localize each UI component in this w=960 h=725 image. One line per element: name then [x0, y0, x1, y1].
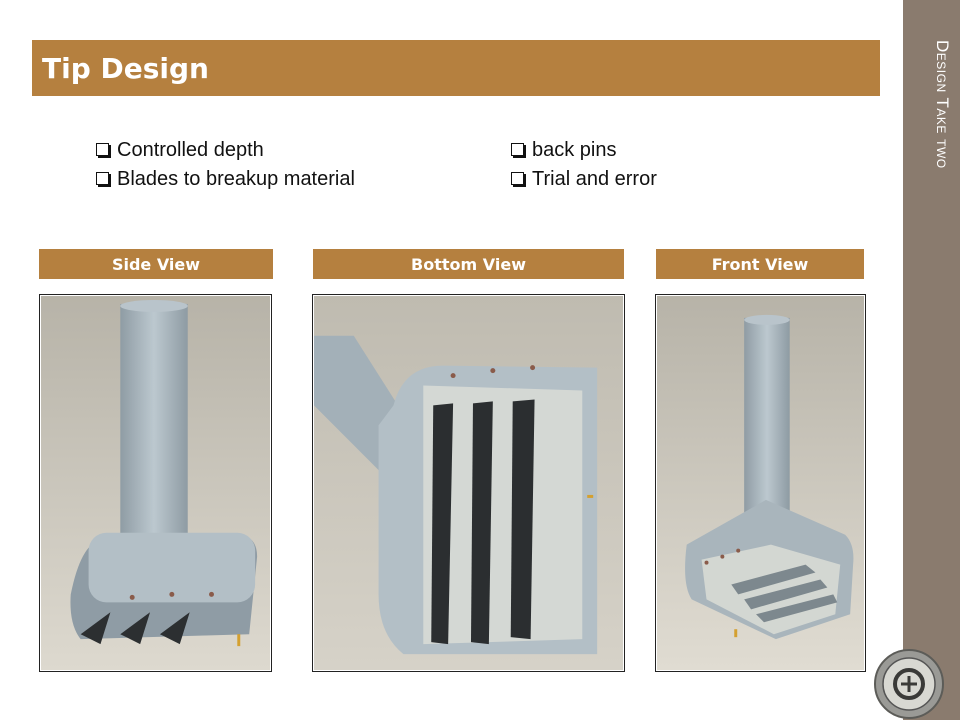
side-view-header: Side View	[39, 249, 273, 279]
seal-icon	[874, 649, 944, 719]
bullet-list-left: Controlled depth Blades to breakup mater…	[96, 136, 355, 194]
front-view-header: Front View	[656, 249, 864, 279]
bullet-text: Controlled depth	[117, 139, 264, 161]
bottom-view-header: Bottom View	[313, 249, 624, 279]
bullet-list-right: back pins Trial and error	[511, 136, 657, 194]
slide-title: Tip Design	[42, 51, 209, 85]
bottom-view-image	[312, 294, 625, 672]
checkbox-bullet-icon	[511, 143, 524, 156]
bullet-text: back pins	[532, 139, 617, 161]
sidebar-band	[903, 0, 960, 720]
bullet-item: Trial and error	[511, 165, 657, 194]
front-view-render-icon	[657, 296, 864, 670]
title-bar: Tip Design	[32, 40, 880, 96]
bullet-text: Blades to breakup material	[117, 168, 355, 190]
bullet-item: Controlled depth	[96, 136, 355, 165]
front-view-image	[655, 294, 866, 672]
side-view-image	[39, 294, 272, 672]
checkbox-bullet-icon	[96, 172, 109, 185]
checkbox-bullet-icon	[96, 143, 109, 156]
bullet-text: Trial and error	[532, 168, 657, 190]
section-title: Design Take two	[933, 40, 952, 169]
checkbox-bullet-icon	[511, 172, 524, 185]
bottom-view-render-icon	[314, 296, 623, 670]
bullet-item: Blades to breakup material	[96, 165, 355, 194]
bullet-item: back pins	[511, 136, 657, 165]
college-seal-logo	[873, 648, 945, 720]
side-view-render-icon	[41, 296, 270, 670]
